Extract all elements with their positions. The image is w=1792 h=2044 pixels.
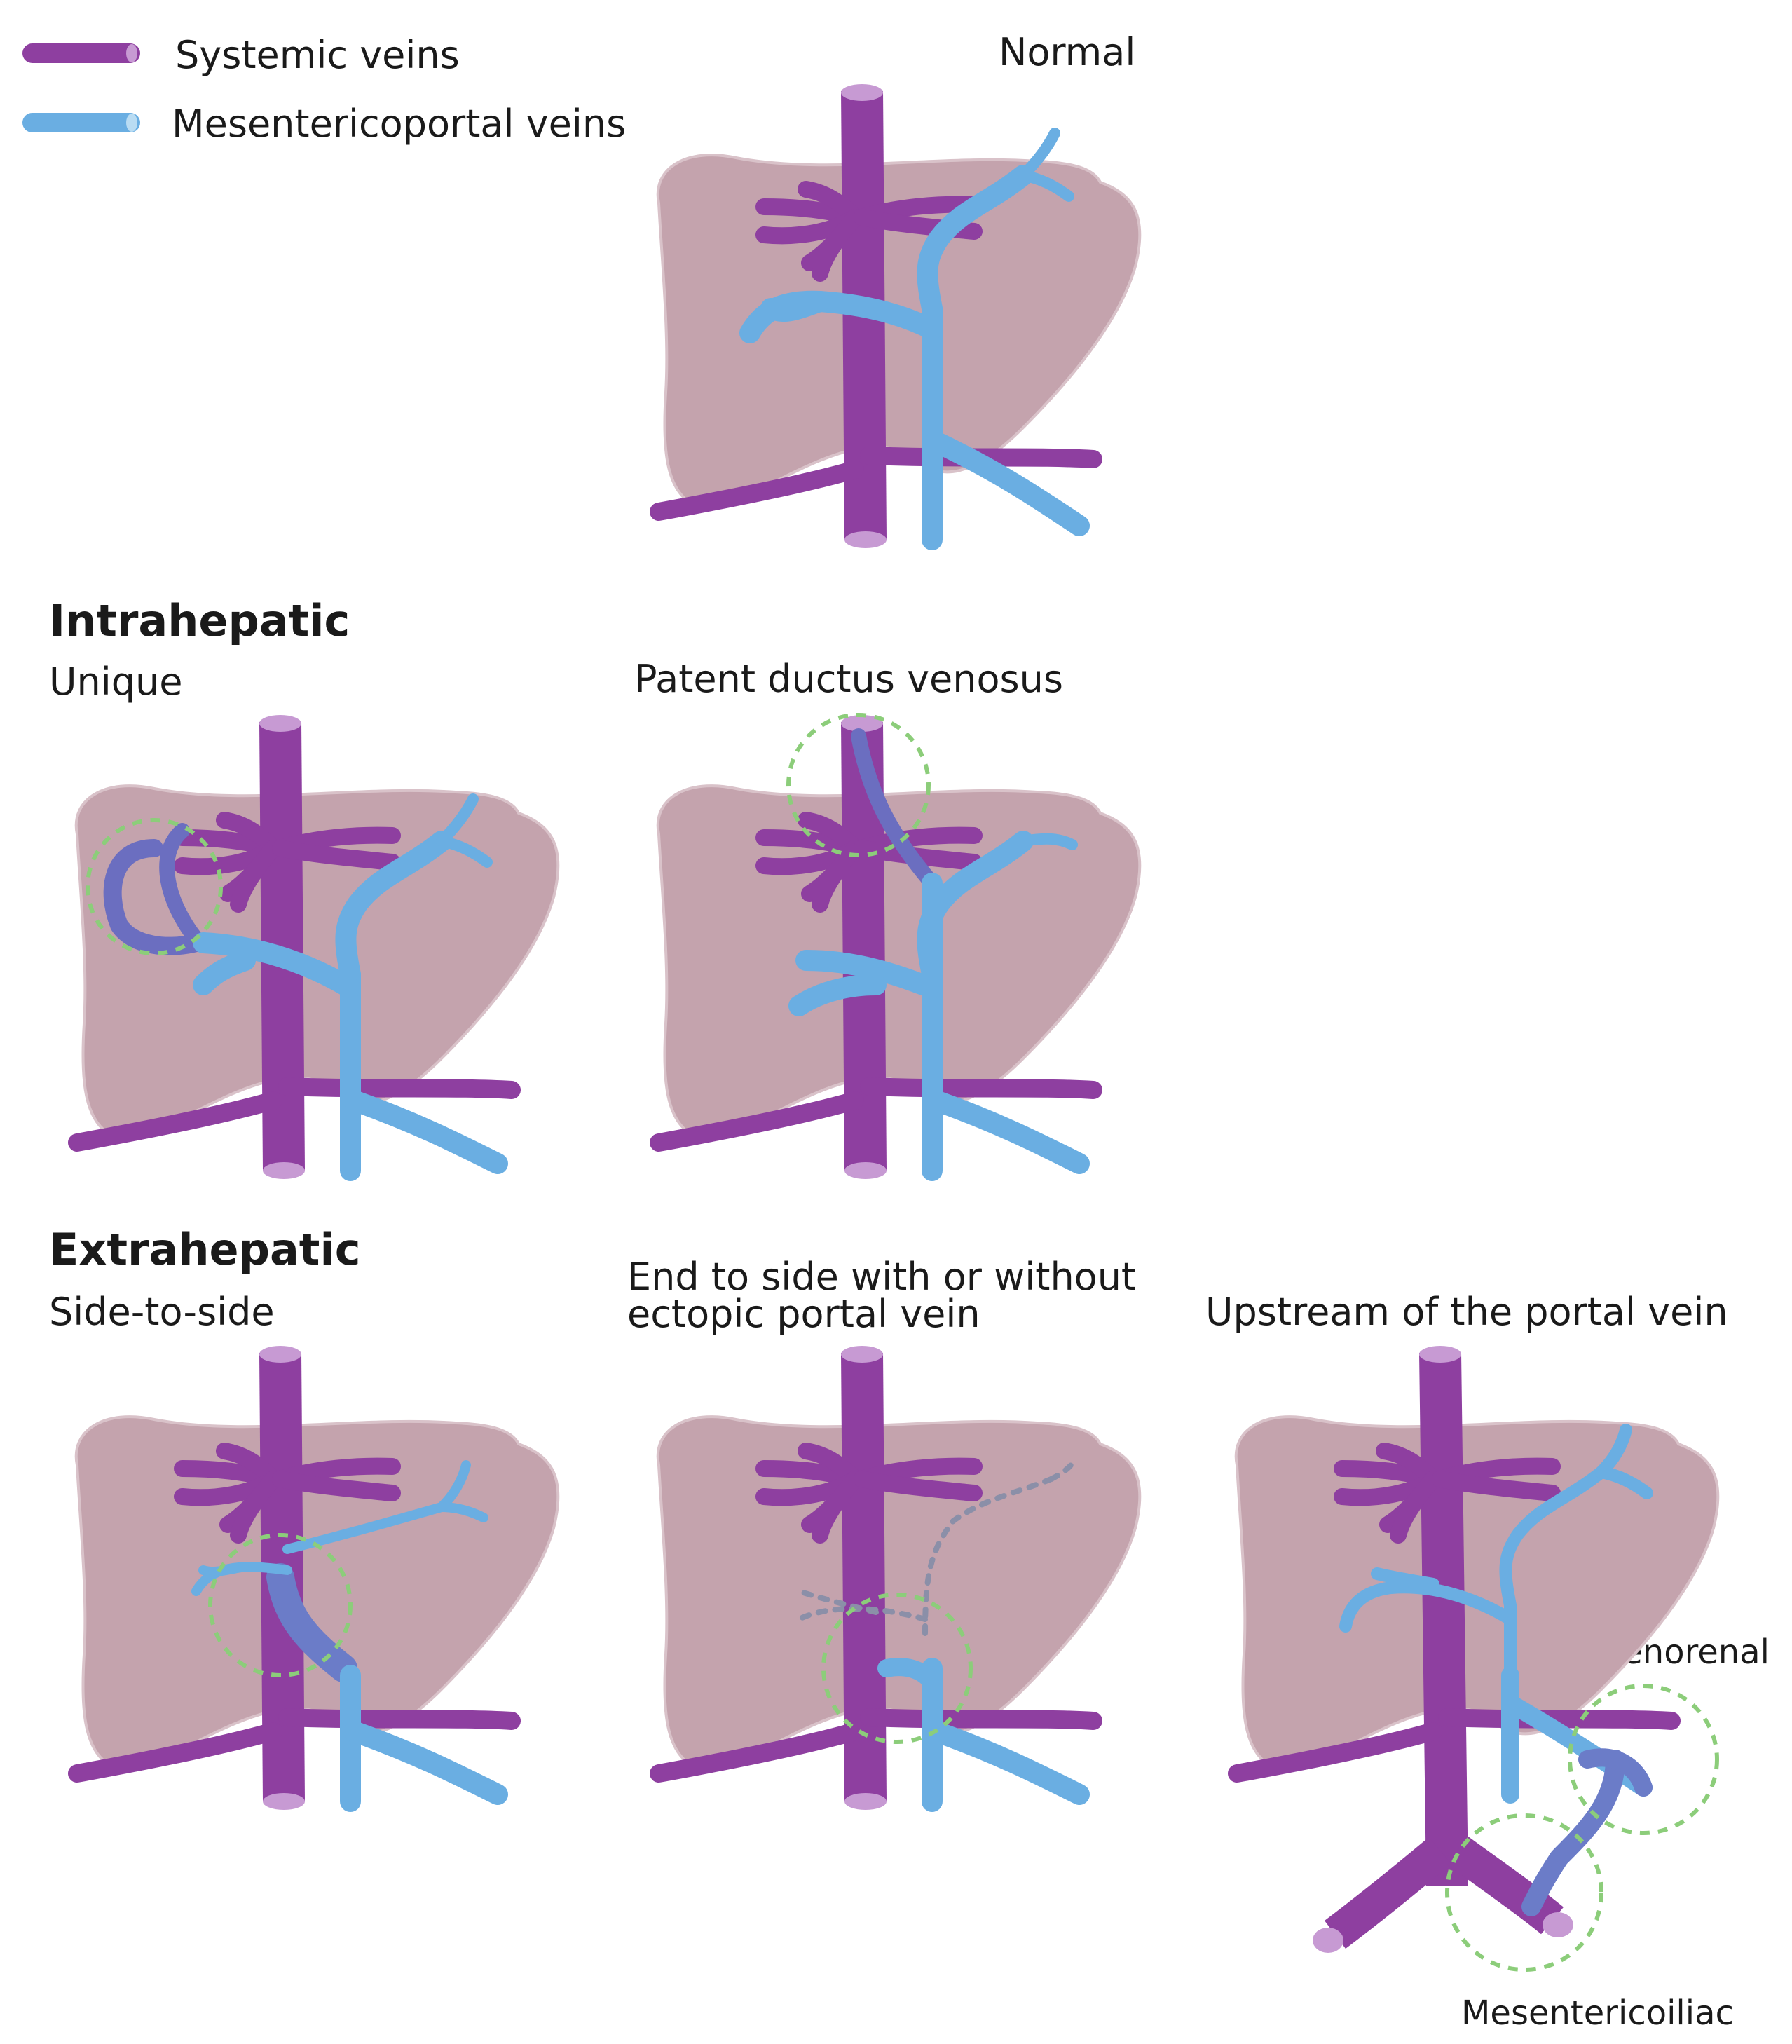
panel-title-patent-ductus: Patent ductus venosus [634,657,1064,701]
legend-portal-label: Mesentericoportal veins [172,102,627,146]
section-extrahepatic: Extrahepatic [49,1224,361,1275]
diagram-normal [650,84,1142,550]
diagram-upstream [1228,1346,1720,1972]
diagram-end-to-side [650,1346,1142,1812]
panel-title-end-to-side-2: ectopic portal vein [627,1292,980,1336]
section-intrahepatic: Intrahepatic [49,595,350,646]
legend-systemic-label: Systemic veins [175,33,460,77]
panel-title-normal: Normal [999,30,1136,74]
systemic-vein-swatch [22,43,140,63]
diagram-patent-ductus-venosus [650,713,1142,1181]
diagram-intrahepatic-unique [68,715,560,1181]
diagram-side-to-side [68,1346,560,1812]
panel-title-upstream: Upstream of the portal vein [1205,1290,1728,1334]
panel-title-end-to-side-1: End to side with or without [627,1255,1137,1299]
portal-vein-swatch [22,113,140,132]
panel-title-side-to-side: Side-to-side [49,1290,275,1334]
panel-title-unique: Unique [49,660,183,704]
label-mesentericoiliac: Mesentericoiliac [1461,1994,1734,2033]
